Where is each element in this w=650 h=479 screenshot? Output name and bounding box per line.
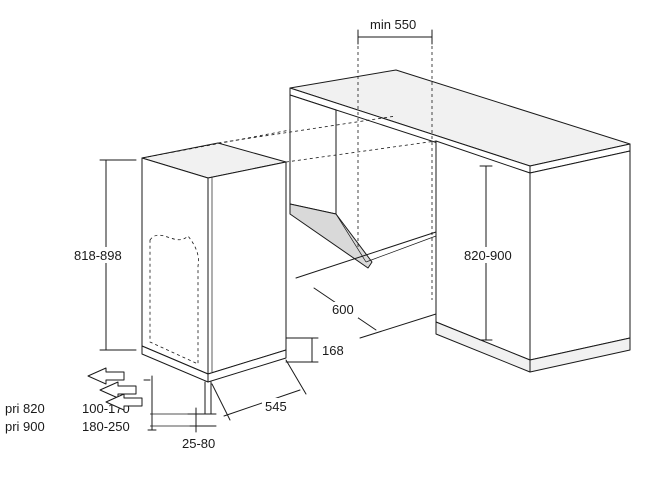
dim-recess-depth: 600: [295, 231, 437, 339]
dim-min-depth: min 550: [357, 15, 433, 45]
dim-appliance-height-label: 818-898: [74, 248, 122, 263]
plinth-row-1-label: pri 820: [5, 401, 45, 416]
dim-appliance-depth: 545: [211, 359, 307, 421]
dim-cabinet-height-label: 820-900: [464, 248, 512, 263]
dim-foot-adjust-label: 25-80: [182, 436, 215, 451]
plinth-row-2-label: pri 900: [5, 419, 45, 434]
dim-min-depth-label: min 550: [370, 17, 416, 32]
dim-plinth-height-label: 168: [322, 343, 344, 358]
dim-cabinet-height: 820-900: [462, 165, 518, 341]
dim-foot-adjust: 25-80: [150, 407, 217, 451]
double-arrow-icon: [87, 367, 143, 411]
dishwasher: [141, 142, 287, 415]
dim-appliance-depth-label: 545: [265, 399, 287, 414]
dim-recess-depth-label: 600: [332, 302, 354, 317]
dim-plinth-height: 168: [285, 337, 344, 363]
kitchen-cabinet: [289, 69, 631, 373]
alignment-lines: [141, 34, 437, 300]
plinth-row-2-range: 180-250: [82, 419, 130, 434]
dim-appliance-height: 818-898: [72, 159, 137, 351]
